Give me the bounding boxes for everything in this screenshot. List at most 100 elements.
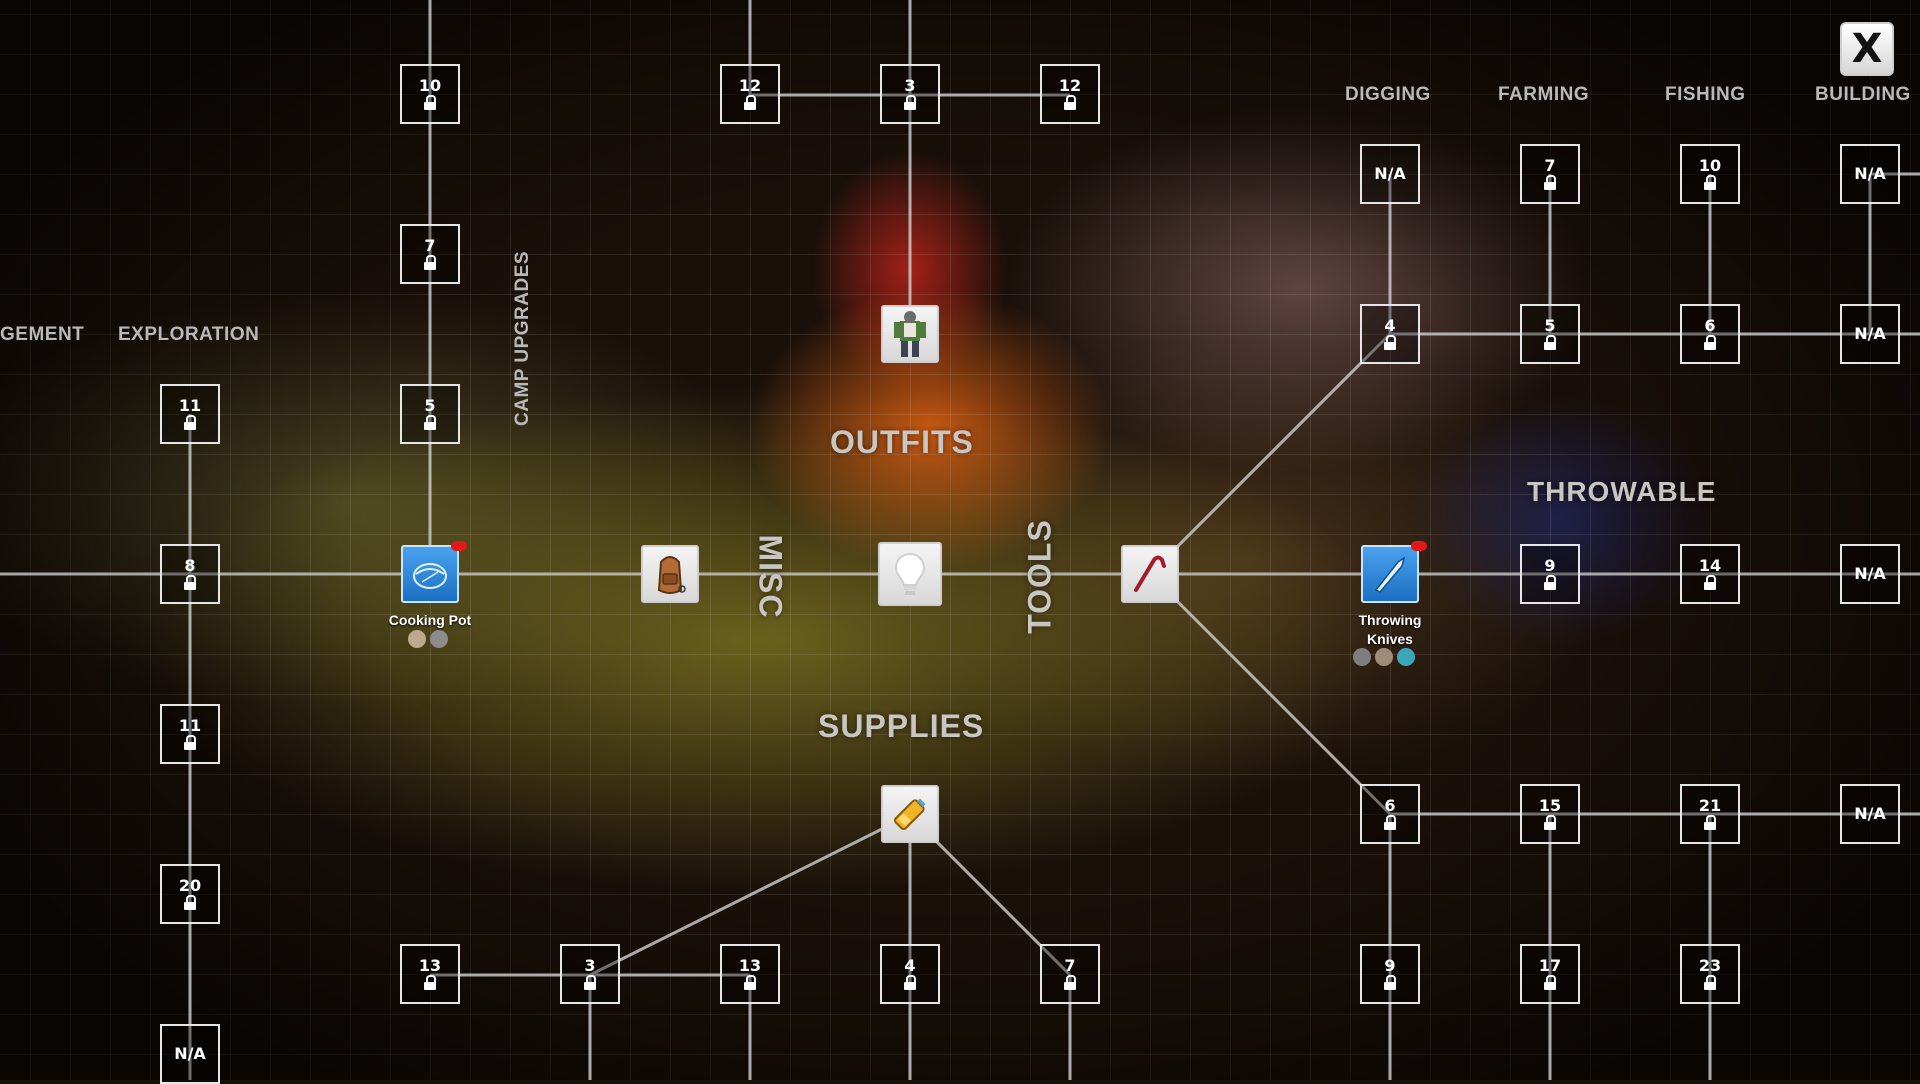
lock-icon xyxy=(1543,574,1557,590)
close-icon: X xyxy=(1851,26,1883,72)
backpack-node[interactable] xyxy=(641,545,699,603)
skill-node-locked[interactable]: 17 xyxy=(1520,944,1580,1004)
lock-icon xyxy=(423,974,437,990)
lightbulb-icon xyxy=(894,552,926,595)
skill-node-locked[interactable]: 20 xyxy=(160,864,220,924)
skill-node-locked[interactable]: 5 xyxy=(1520,304,1580,364)
skill-node-unavailable[interactable]: N/A xyxy=(1360,144,1420,204)
column-header-fishing: FISHING xyxy=(1665,84,1746,105)
skill-node-locked[interactable]: 10 xyxy=(400,64,460,124)
lock-icon xyxy=(903,974,917,990)
skill-node-unavailable[interactable]: N/A xyxy=(1840,784,1900,844)
lock-icon xyxy=(1703,814,1717,830)
outfit-character-icon xyxy=(894,311,926,357)
lock-icon xyxy=(183,414,197,430)
outfit-node[interactable] xyxy=(881,305,939,363)
lock-icon xyxy=(1063,94,1077,110)
lock-icon xyxy=(183,574,197,590)
category-tools: TOOLS xyxy=(1021,519,1058,634)
cooking-pot-icon xyxy=(413,563,447,589)
skill-node-locked[interactable]: 11 xyxy=(160,704,220,764)
lock-icon xyxy=(423,414,437,430)
category-outfits: OUTFITS xyxy=(830,424,974,460)
skill-node-unavailable[interactable]: N/A xyxy=(1840,304,1900,364)
lock-icon xyxy=(1703,974,1717,990)
notification-badge xyxy=(451,541,467,551)
lock-icon xyxy=(903,94,917,110)
skill-node-locked[interactable]: 21 xyxy=(1680,784,1740,844)
skill-node-locked[interactable]: 8 xyxy=(160,544,220,604)
skill-node-locked[interactable]: 14 xyxy=(1680,544,1740,604)
lock-icon xyxy=(1383,974,1397,990)
throwing-knives-label-line2: Knives xyxy=(1367,631,1413,647)
skill-node-unavailable[interactable]: N/A xyxy=(1840,544,1900,604)
skill-node-locked[interactable]: 7 xyxy=(1520,144,1580,204)
material-icon xyxy=(408,630,426,648)
skill-node-unavailable[interactable]: N/A xyxy=(160,1024,220,1084)
skill-node-locked[interactable]: 10 xyxy=(1680,144,1740,204)
skill-node-locked[interactable]: 9 xyxy=(1520,544,1580,604)
column-header-exploration: EXPLORATION xyxy=(118,324,260,345)
lock-icon xyxy=(1543,974,1557,990)
column-header-farming: FARMING xyxy=(1498,84,1590,105)
column-header-building: BUILDING xyxy=(1815,84,1911,105)
throwing-knives-node[interactable] xyxy=(1361,545,1419,603)
skill-node-locked[interactable]: 7 xyxy=(1040,944,1100,1004)
skill-node-locked[interactable]: 23 xyxy=(1680,944,1740,1004)
category-throwable: THROWABLE xyxy=(1527,476,1717,507)
skill-node-locked[interactable]: 5 xyxy=(400,384,460,444)
skill-node-locked[interactable]: 7 xyxy=(400,224,460,284)
lock-icon xyxy=(743,974,757,990)
skill-node-locked[interactable]: 9 xyxy=(1360,944,1420,1004)
skill-node-locked[interactable]: 15 xyxy=(1520,784,1580,844)
lock-icon xyxy=(1543,814,1557,830)
lock-icon xyxy=(1703,574,1717,590)
skill-node-locked[interactable]: 6 xyxy=(1360,784,1420,844)
notification-badge xyxy=(1411,541,1427,551)
skill-node-locked[interactable]: 12 xyxy=(720,64,780,124)
backpack-icon xyxy=(657,556,686,594)
lock-icon xyxy=(1063,974,1077,990)
lock-icon xyxy=(1383,814,1397,830)
skill-node-unavailable[interactable]: N/A xyxy=(1840,144,1900,204)
throwing-knives-label-line1: Throwing xyxy=(1358,612,1422,628)
crowbar-node[interactable] xyxy=(1121,545,1179,603)
cooking-pot-node[interactable] xyxy=(401,545,459,603)
lock-icon xyxy=(423,254,437,270)
lightbulb-node[interactable] xyxy=(878,542,942,606)
throwing-knife-icon xyxy=(1374,556,1406,593)
lock-icon xyxy=(583,974,597,990)
material-icon xyxy=(430,630,448,648)
lock-icon xyxy=(743,94,757,110)
skill-node-locked[interactable]: 13 xyxy=(400,944,460,1004)
material-icon xyxy=(1397,648,1415,666)
skill-node-locked[interactable]: 6 xyxy=(1680,304,1740,364)
battery-icon xyxy=(893,798,926,831)
cooking-pot-requirements xyxy=(408,630,448,648)
close-button[interactable]: X xyxy=(1840,22,1894,76)
skill-node-locked[interactable]: 11 xyxy=(160,384,220,444)
category-supplies: SUPPLIES xyxy=(818,708,985,744)
crowbar-icon xyxy=(1134,555,1166,592)
lock-icon xyxy=(1383,334,1397,350)
lock-icon xyxy=(423,94,437,110)
lock-icon xyxy=(1543,174,1557,190)
lock-icon xyxy=(1543,334,1557,350)
skill-node-locked[interactable]: 12 xyxy=(1040,64,1100,124)
material-icon xyxy=(1375,648,1393,666)
cooking-pot-label: Cooking Pot xyxy=(388,612,472,628)
skill-node-locked[interactable]: 13 xyxy=(720,944,780,1004)
supplies-node[interactable] xyxy=(881,785,939,843)
lock-icon xyxy=(1703,334,1717,350)
skill-node-locked[interactable]: 3 xyxy=(880,64,940,124)
material-icon xyxy=(1353,648,1371,666)
category-camp-upgrades: CAMP UPGRADES xyxy=(512,250,533,426)
throwing-knives-requirements xyxy=(1353,648,1415,666)
column-header-digging: DIGGING xyxy=(1345,84,1431,105)
skill-node-locked[interactable]: 3 xyxy=(560,944,620,1004)
skill-node-locked[interactable]: 4 xyxy=(880,944,940,1004)
skill-node-locked[interactable]: 4 xyxy=(1360,304,1420,364)
lock-icon xyxy=(183,894,197,910)
